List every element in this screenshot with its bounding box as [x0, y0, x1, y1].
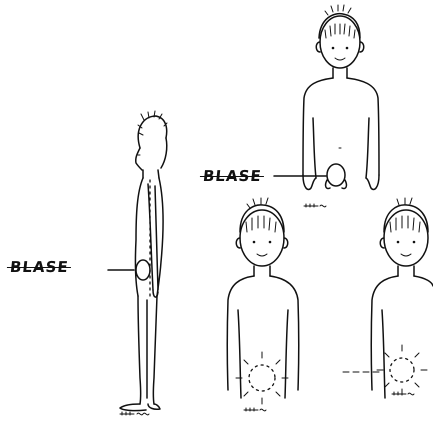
side-view-child	[108, 111, 167, 415]
bladder-label-left: BLASE	[9, 258, 70, 276]
front-view-child	[274, 5, 379, 207]
front-view-child-right	[343, 198, 433, 398]
front-view-child-middle	[227, 198, 299, 411]
bladder-label-top: BLASE	[202, 167, 263, 185]
